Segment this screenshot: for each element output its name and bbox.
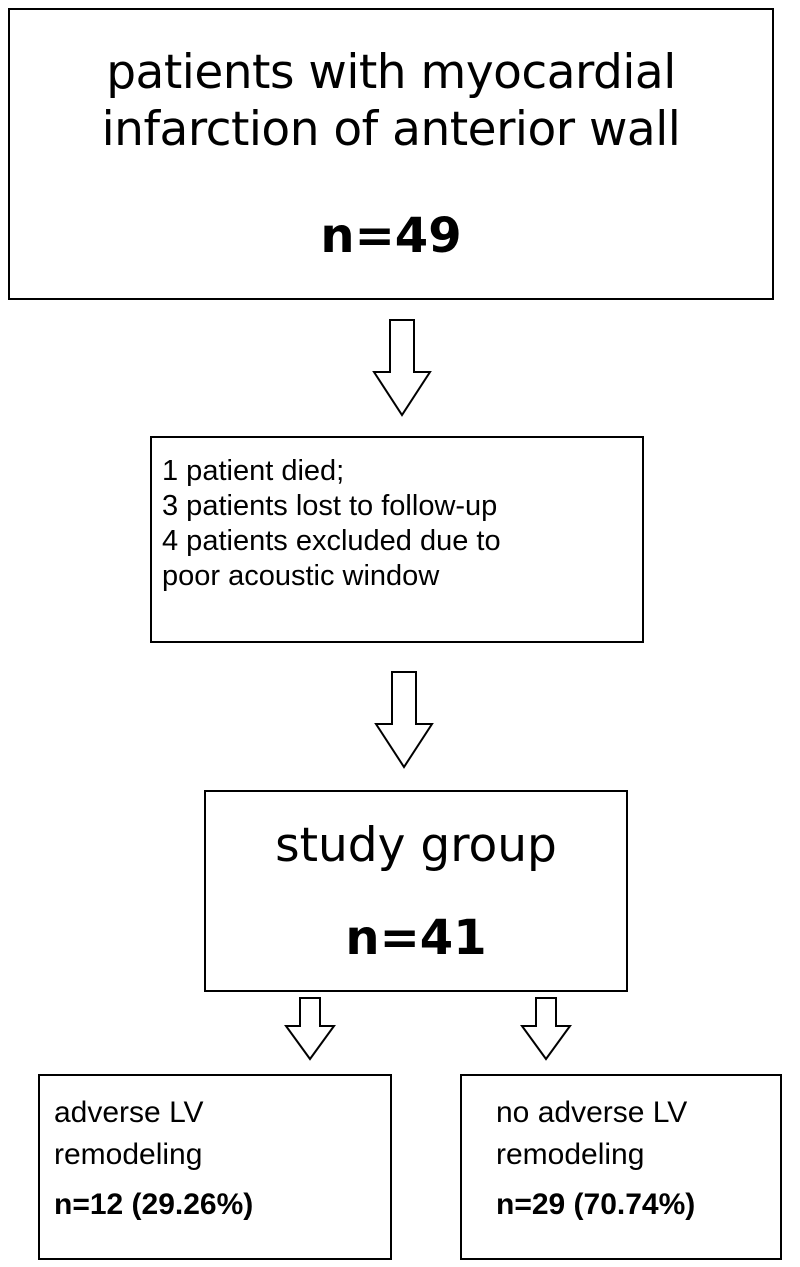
no-adverse-remodeling-line-2: remodeling	[496, 1138, 645, 1171]
adverse-remodeling-count: n=12 (29.26%)	[54, 1188, 254, 1221]
exclusion-line-2: 3 patients lost to follow-up	[162, 490, 498, 522]
study-group-title: study group	[275, 818, 557, 873]
adverse-remodeling-line-1: adverse LV	[54, 1096, 204, 1129]
enrollment-title: patients with myocardial infarction of a…	[10, 44, 772, 158]
enrollment-count: n=49	[320, 208, 462, 264]
enrollment-box: patients with myocardial infarction of a…	[8, 8, 774, 300]
enrollment-title-line-2: infarction of anterior wall	[101, 102, 681, 157]
study-group-box: study group n=41	[204, 790, 628, 992]
down-arrow-icon	[374, 670, 434, 770]
no-adverse-remodeling-count: n=29 (70.74%)	[496, 1188, 696, 1221]
exclusion-list: 1 patient died; 3 patients lost to follo…	[162, 454, 501, 594]
down-arrow-icon	[372, 318, 432, 418]
no-adverse-remodeling-line-1: no adverse LV	[496, 1096, 688, 1129]
study-group-count: n=41	[345, 910, 487, 966]
adverse-remodeling-line-2: remodeling	[54, 1138, 203, 1171]
exclusion-line-1: 1 patient died;	[162, 455, 345, 487]
enrollment-title-line-1: patients with myocardial	[106, 45, 676, 100]
exclusion-box: 1 patient died; 3 patients lost to follo…	[150, 436, 644, 643]
exclusion-line-4: poor acoustic window	[162, 560, 440, 592]
down-arrow-icon	[520, 996, 572, 1062]
down-arrow-icon	[284, 996, 336, 1062]
exclusion-line-3: 4 patients excluded due to	[162, 525, 501, 557]
no-adverse-remodeling-box: no adverse LV remodeling n=29 (70.74%)	[460, 1074, 782, 1260]
adverse-remodeling-box: adverse LV remodeling n=12 (29.26%)	[38, 1074, 392, 1260]
